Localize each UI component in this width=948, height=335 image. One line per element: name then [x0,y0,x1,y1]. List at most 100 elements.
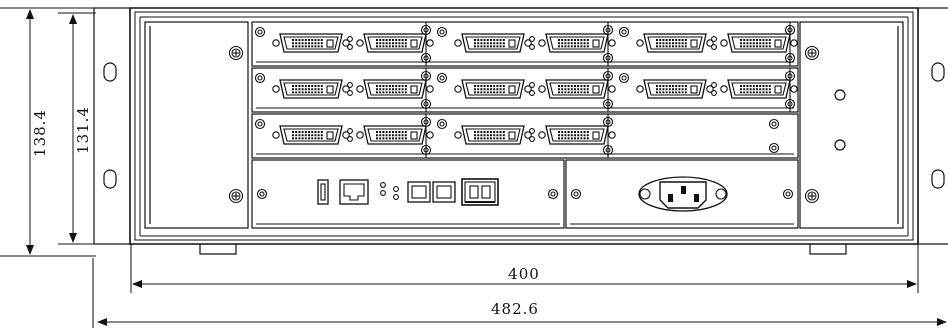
small-screw-icon [784,98,796,110]
dvi-screw-icon [720,85,728,93]
status-led [393,194,399,200]
rack-ear-left [93,7,131,245]
dvi-screw-icon [720,39,728,47]
usb-port [317,179,329,205]
dvi-port [636,79,714,99]
dvi-screw-icon [454,131,462,139]
small-screw-icon [768,118,780,130]
small-screw-icon [618,26,630,38]
rack-ear-right [917,7,948,245]
small-screw-icon [570,188,582,200]
status-led [529,44,535,50]
dvi-port [720,33,798,53]
io-card [436,68,616,112]
panel-width-label: 482.6 [491,300,539,318]
io-card [254,22,434,66]
status-led [529,90,535,96]
status-led [711,82,717,88]
status-led [529,36,535,42]
inner-height-label: 131.4 [74,106,92,154]
io-card [254,114,434,158]
small-screw-icon [254,118,266,130]
power-board [565,159,799,229]
small-screw-icon [256,188,268,200]
dvi-screw-icon [272,131,280,139]
dimension-panel-width [92,258,947,328]
control-board-frame [251,159,565,229]
io-card-area [251,21,799,159]
outer-height-label: 138.4 [31,109,49,157]
status-led [347,136,353,142]
right-blank-panel [799,21,904,229]
side-panel-screws [228,45,820,204]
dvi-screw-icon [608,85,616,93]
dvi-screw-icon [426,85,434,93]
dvi-port [454,125,532,145]
io-row [251,67,799,113]
small-screw-icon [618,72,630,84]
dvi-screw-icon [272,85,280,93]
dvi-port [538,79,616,99]
dvi-screw-icon [356,85,364,93]
dvi-screw-icon [538,131,546,139]
small-screw-icon [420,144,432,156]
small-screw-icon [436,72,448,84]
dvi-screw-icon [454,39,462,47]
dvi-port [454,33,532,53]
io-row-frame [251,67,799,113]
dvi-screw-icon [342,85,350,93]
power-socket-icon [638,176,728,212]
small-screw-icon [420,98,432,110]
dvi-screw-icon [342,39,350,47]
screw-icon [228,45,244,61]
small-screw-icon [768,142,780,154]
small-screw-icon [602,52,614,64]
dimension-chassis-width [130,244,919,293]
io-row-frame [251,21,799,67]
power-board-frame [565,159,799,229]
io-card [618,68,798,112]
io-row-frame [251,113,799,159]
small-screw-icon [782,188,794,200]
io-card [618,22,798,66]
screw-icon [804,45,820,61]
small-screw-icon [254,72,266,84]
status-led [347,128,353,134]
dvi-screw-icon [636,85,644,93]
status-led [347,90,353,96]
dvi-port [636,33,714,53]
io-card [436,22,616,66]
io-card [436,114,616,158]
dvi-screw-icon [608,39,616,47]
dvi-port [272,33,350,53]
ethernet-port [339,179,369,205]
status-led [380,182,386,188]
small-screw-icon [436,26,448,38]
screw-icon [804,188,820,204]
small-screw-icon [254,26,266,38]
dvi-port [356,125,434,145]
small-screw-icon [602,144,614,156]
dvi-screw-icon [356,131,364,139]
dvi-screw-icon [356,39,364,47]
dvi-screw-icon [342,131,350,139]
small-screw-icon [420,52,432,64]
blank-slot [768,118,780,154]
io-card [254,68,434,112]
dvi-screw-icon [608,131,616,139]
control-board [251,159,565,229]
dvi-port [272,79,350,99]
dvi-screw-icon [538,39,546,47]
dvi-screw-icon [272,39,280,47]
dimension-outer-height [0,7,96,257]
small-screw-icon [602,98,614,110]
dvi-port [454,79,532,99]
rj45-port [432,181,456,203]
small-screw-icon [547,188,559,200]
dvi-screw-icon [524,39,532,47]
io-row [251,113,799,159]
fiber-module [461,178,499,206]
dvi-port [272,125,350,145]
dvi-port [720,79,798,99]
